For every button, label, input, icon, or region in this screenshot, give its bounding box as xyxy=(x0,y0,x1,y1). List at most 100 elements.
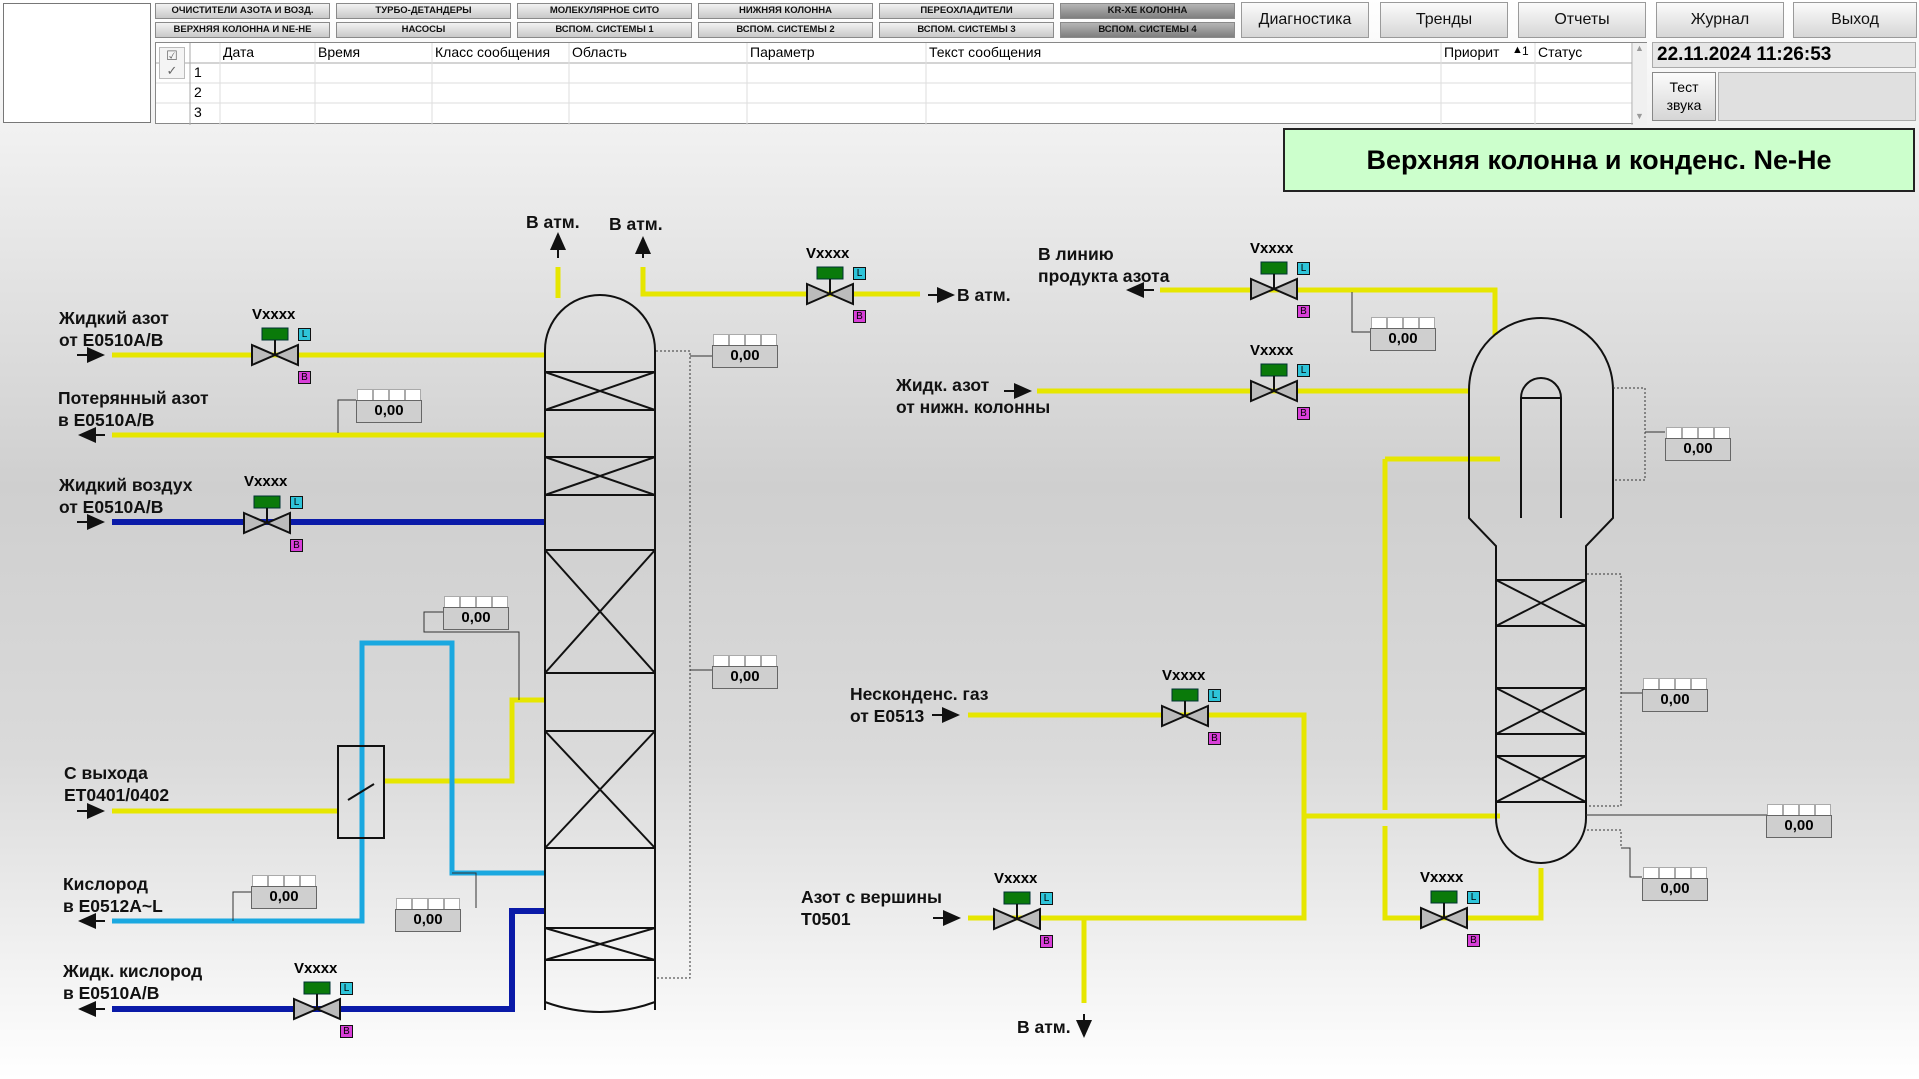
valve-tag: Vxxxx xyxy=(294,960,338,977)
value-indicator-condenser-top[interactable]: 0,00 xyxy=(1665,427,1731,461)
label-waste-nitrogen-dst: в Е0510А/В xyxy=(58,410,155,430)
nav-lower-column[interactable]: НИЖНЯЯ КОЛОННА xyxy=(698,3,873,19)
block-badge: B xyxy=(290,539,303,552)
scroll-up-icon[interactable]: ▲ xyxy=(1635,43,1644,53)
label-nitrogen-top: Азот с вершины xyxy=(801,887,942,907)
alarm-table-lines xyxy=(156,43,1647,125)
local-mode-badge: L xyxy=(340,982,353,995)
valve-liquid-oxygen-outlet[interactable]: L B xyxy=(292,979,362,1039)
diagnostics-button[interactable]: Диагностика xyxy=(1241,2,1369,38)
valve-liquid-nitrogen-lower[interactable]: L B xyxy=(1249,361,1319,421)
valve-product-nitrogen[interactable]: L B xyxy=(1249,259,1319,319)
nav-nitrogen-air-purifiers[interactable]: ОЧИСТИТЕЛИ АЗОТА И ВОЗД. xyxy=(155,3,330,19)
label-liquid-nitrogen-in-src: от Е0510А/В xyxy=(59,330,164,350)
journal-button[interactable]: Журнал xyxy=(1656,2,1784,38)
block-badge: B xyxy=(298,371,311,384)
nav-aux-systems-4[interactable]: ВСПОМ. СИСТЕМЫ 4 xyxy=(1060,22,1235,38)
current-datetime: 22.11.2024 11:26:53 xyxy=(1652,42,1916,68)
label-liquid-oxygen: Жидк. кислород xyxy=(63,961,203,981)
column-header-area[interactable]: Область xyxy=(572,44,627,60)
label-vent-1: В атм. xyxy=(526,212,580,232)
nav-turbo-expanders[interactable]: ТУРБО-ДЕТАНДЕРЫ xyxy=(336,3,511,19)
valve-condenser-bottom[interactable]: L B xyxy=(1419,888,1489,948)
ne-he-condenser-icon xyxy=(1468,317,1614,864)
valve-liquid-air-inlet[interactable]: L B xyxy=(242,493,312,553)
column-header-status[interactable]: Статус xyxy=(1538,44,1583,60)
status-panel xyxy=(1718,72,1916,121)
column-header-time[interactable]: Время xyxy=(318,44,361,60)
valve-icon xyxy=(1420,906,1468,930)
value-indicator-waste-nitrogen[interactable]: 0,00 xyxy=(356,389,422,423)
valve-icon xyxy=(1161,704,1209,728)
acknowledge-icon[interactable]: ☑✓ xyxy=(159,47,185,79)
nav-aux-systems-3[interactable]: ВСПОМ. СИСТЕМЫ 3 xyxy=(879,22,1054,38)
alarm-table[interactable]: ☑✓ 1 2 3 Дата Время Класс сообщения Обла… xyxy=(155,42,1647,125)
label-noncondensable-gas-src: от Е0513 xyxy=(850,706,925,726)
value-indicator-column-top[interactable]: 0,00 xyxy=(712,334,778,368)
label-product-nitrogen-line: продукта азота xyxy=(1038,266,1170,286)
label-et-outlet-src: ЕТ0401/0402 xyxy=(64,785,170,805)
page-title: Верхняя колонна и конденс. Ne-He xyxy=(1283,128,1915,192)
block-badge: B xyxy=(1297,305,1310,318)
trends-button[interactable]: Тренды xyxy=(1380,2,1508,38)
local-mode-badge: L xyxy=(1467,891,1480,904)
label-liquid-nitrogen-lower: Жидк. азот xyxy=(896,375,990,395)
label-noncondensable-gas: Несконденс. газ xyxy=(850,684,989,704)
local-mode-badge: L xyxy=(853,267,866,280)
reports-button[interactable]: Отчеты xyxy=(1518,2,1646,38)
valve-vent-top[interactable]: L B xyxy=(805,264,875,324)
local-mode-badge: L xyxy=(1040,892,1053,905)
label-liquid-oxygen-dst: в Е0510А/В xyxy=(63,983,160,1003)
actuator-icon xyxy=(261,327,289,341)
valve-tag: Vxxxx xyxy=(1250,240,1294,257)
value-indicator-condenser-bottom[interactable]: 0,00 xyxy=(1642,867,1708,901)
nav-aux-systems-1[interactable]: ВСПОМ. СИСТЕМЫ 1 xyxy=(517,22,692,38)
label-liquid-nitrogen-lower-src: от нижн. колонны xyxy=(896,397,1051,417)
valve-nitrogen-top[interactable]: L B xyxy=(992,889,1062,949)
scroll-down-icon[interactable]: ▼ xyxy=(1635,111,1644,121)
column-header-parameter[interactable]: Параметр xyxy=(750,44,815,60)
nav-upper-column-ne-he[interactable]: ВЕРХНЯЯ КОЛОННА И NE-HE xyxy=(155,22,330,38)
valve-icon xyxy=(993,907,1041,931)
block-badge: B xyxy=(1040,935,1053,948)
label-vent-2: В атм. xyxy=(609,214,663,234)
label-product-nitrogen: В линию xyxy=(1038,244,1114,264)
local-mode-badge: L xyxy=(298,328,311,341)
value-indicator-condenser-mid[interactable]: 0,00 xyxy=(1642,678,1708,712)
valve-icon xyxy=(1250,277,1298,301)
nav-pumps[interactable]: НАСОСЫ xyxy=(336,22,511,38)
column-header-text[interactable]: Текст сообщения xyxy=(929,44,1042,60)
valve-tag: Vxxxx xyxy=(1162,667,1206,684)
column-header-priority[interactable]: Приорит xyxy=(1444,44,1500,60)
nav-molecular-sieve[interactable]: МОЛЕКУЛЯРНОЕ СИТО xyxy=(517,3,692,19)
nav-subcoolers[interactable]: ПЕРЕОХЛАДИТЕЛИ xyxy=(879,3,1054,19)
nav-kr-xe-column[interactable]: KR-XE КОЛОННА xyxy=(1060,3,1235,19)
row-number: 2 xyxy=(194,84,202,100)
valve-liquid-nitrogen-inlet[interactable]: L B xyxy=(250,325,320,385)
block-badge: B xyxy=(340,1025,353,1038)
upper-column-icon xyxy=(544,294,656,1013)
label-waste-nitrogen: Потерянный азот xyxy=(58,388,209,408)
value-indicator-et-outlet[interactable]: 0,00 xyxy=(443,596,509,630)
test-sound-button[interactable]: Тест звука xyxy=(1652,72,1716,121)
block-badge: B xyxy=(1297,407,1310,420)
value-indicator-product-nitrogen[interactable]: 0,00 xyxy=(1370,317,1436,351)
label-vent-4: В атм. xyxy=(1017,1017,1071,1037)
column-header-class[interactable]: Класс сообщения xyxy=(435,44,551,60)
valve-noncondensable-gas[interactable]: L B xyxy=(1160,686,1230,746)
value-indicator-column-level[interactable]: 0,00 xyxy=(712,655,778,689)
label-oxygen: Кислород xyxy=(63,874,149,894)
value-indicator-condenser-side[interactable]: 0,00 xyxy=(1766,804,1832,838)
value-indicator-oxygen[interactable]: 0,00 xyxy=(251,875,317,909)
column-header-date[interactable]: Дата xyxy=(223,44,255,60)
block-badge: B xyxy=(853,310,866,323)
label-oxygen-dst: в Е0512А~L xyxy=(63,896,163,916)
label-nitrogen-top-src: Т0501 xyxy=(801,909,851,929)
label-vent-3: В атм. xyxy=(957,285,1011,305)
value-indicator-column-bottom[interactable]: 0,00 xyxy=(395,898,461,932)
label-et-outlet: С выхода xyxy=(64,763,148,783)
valve-icon xyxy=(243,511,291,535)
nav-aux-systems-2[interactable]: ВСПОМ. СИСТЕМЫ 2 xyxy=(698,22,873,38)
exit-button[interactable]: Выход xyxy=(1793,2,1917,38)
valve-icon xyxy=(293,997,341,1021)
